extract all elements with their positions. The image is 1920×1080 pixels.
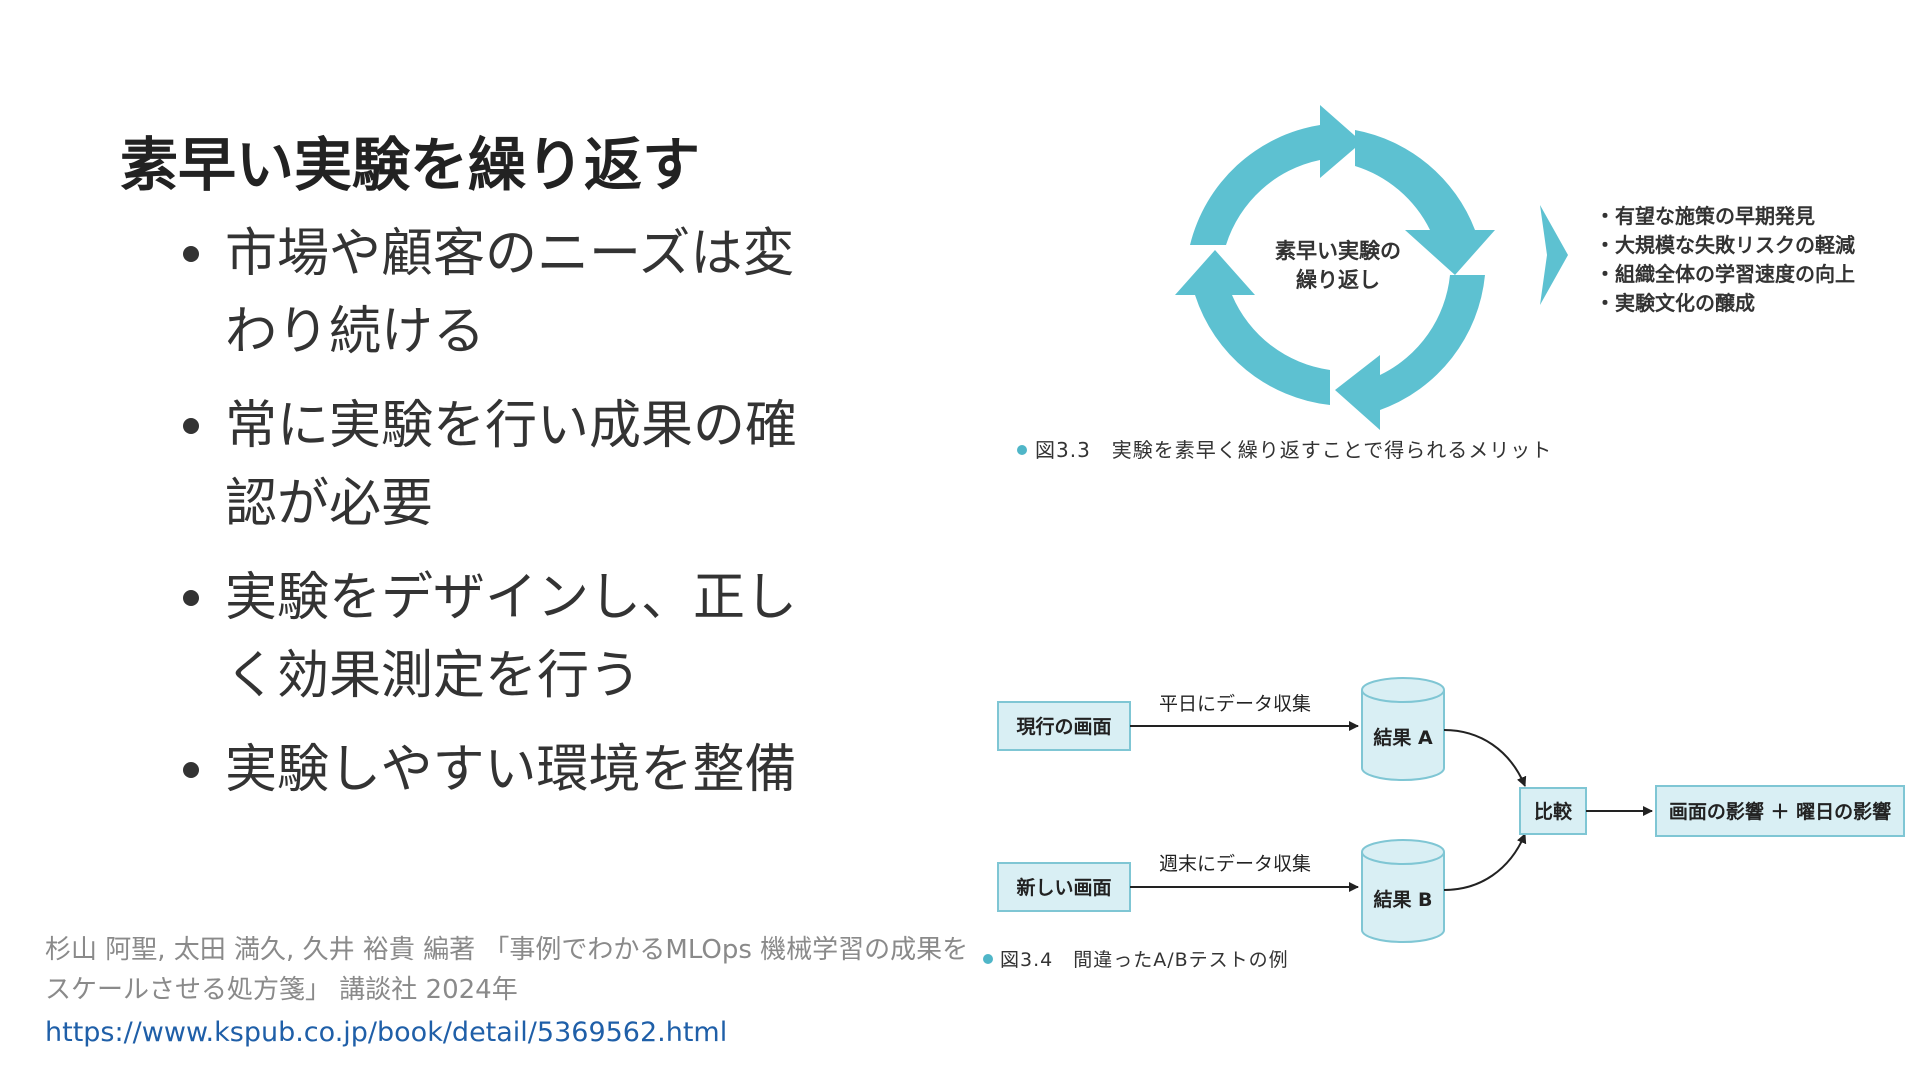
citation-link[interactable]: https://www.kspub.co.jp/book/detail/5369… (45, 1017, 728, 1048)
result-a-database-icon (1361, 677, 1445, 781)
outcome-label: 画面の影響 ＋ 曜日の影響 (1669, 800, 1891, 823)
caption-dot (983, 954, 993, 964)
bullet-item: 実験しやすい環境を整備 (183, 731, 845, 809)
weekday-collect-label: 平日にデータ収集 (1159, 693, 1311, 715)
result-b-database-icon (1361, 839, 1445, 943)
bullet-text: 常に実験を行い成果の確認が必要 (225, 396, 798, 534)
figure-3-3-cycle-diagram: 素早い実験の 繰り返し ・有望な施策の早期発見 ・大規模な失敗リスクの軽減 ・組… (1017, 105, 1855, 462)
bullet-item: 常に実験を行い成果の確認が必要 (183, 387, 845, 543)
current-screen-box (997, 701, 1131, 751)
result-b-to-compare-arrow (1443, 833, 1527, 891)
result-a-label: 結果 A (1373, 726, 1433, 749)
new-screen-label: 新しい画面 (1016, 876, 1111, 899)
benefit-item: ・組織全体の学習速度の向上 (1595, 262, 1855, 286)
bullet-text: 市場や顧客のニーズは変わり続ける (225, 224, 795, 362)
bullet-text: 実験しやすい環境を整備 (225, 740, 797, 800)
compare-label: 比較 (1534, 800, 1573, 823)
cycle-center-label-line2: 繰り返し (1296, 268, 1380, 292)
cycle-arrow-top-right (1355, 130, 1495, 275)
slide-title: 素早い実験を繰り返す (120, 131, 701, 199)
cycle-arrow-top-left (1190, 105, 1362, 245)
weekend-collect-label: 週末にデータ収集 (1159, 853, 1311, 875)
figure-3-3-caption: 図3.3 実験を素早く繰り返すことで得られるメリット (1035, 438, 1552, 462)
bullet-text: 実験をデザインし、正しく効果測定を行う (225, 568, 798, 706)
cycle-center-label-line1: 素早い実験の (1275, 239, 1401, 263)
cycle-arrows (1175, 105, 1495, 430)
bullet-item: 市場や顧客のニーズは変わり続ける (183, 215, 845, 371)
benefit-item: ・有望な施策の早期発見 (1595, 204, 1815, 228)
cycle-arrow-bottom-left (1175, 250, 1330, 405)
benefit-item: ・実験文化の醸成 (1595, 291, 1755, 315)
citation-text: 杉山 阿聖, 太田 満久, 久井 裕貴 編著 「事例でわかるMLOps 機械学習… (45, 935, 969, 1005)
figure-3-4-caption: 図3.4 間違ったA/Bテストの例 (1000, 949, 1289, 971)
benefit-item: ・大規模な失敗リスクの軽減 (1595, 233, 1855, 257)
bullet-item: 実験をデザインし、正しく効果測定を行う (183, 559, 845, 715)
cycle-arrow-bottom-right (1335, 275, 1485, 430)
chevron-right-icon (1540, 205, 1568, 305)
result-a-to-compare-arrow (1443, 729, 1527, 787)
bullet-dot (183, 246, 199, 262)
outcome-box (1655, 785, 1905, 837)
result-b-label: 結果 B (1373, 888, 1432, 911)
current-screen-label: 現行の画面 (1016, 715, 1111, 738)
figure-3-4-ab-test-diagram: 現行の画面 新しい画面 平日にデータ収集 週末にデータ収集 結果 A 結果 B … (983, 677, 1905, 971)
bullet-dot (183, 590, 199, 606)
benefit-list: ・有望な施策の早期発見 ・大規模な失敗リスクの軽減 ・組織全体の学習速度の向上 … (1595, 204, 1855, 315)
bullet-list: 市場や顧客のニーズは変わり続ける 常に実験を行い成果の確認が必要 実験をデザイン… (183, 215, 845, 825)
bullet-dot (183, 418, 199, 434)
caption-dot (1017, 445, 1027, 455)
bullet-dot (183, 762, 199, 778)
